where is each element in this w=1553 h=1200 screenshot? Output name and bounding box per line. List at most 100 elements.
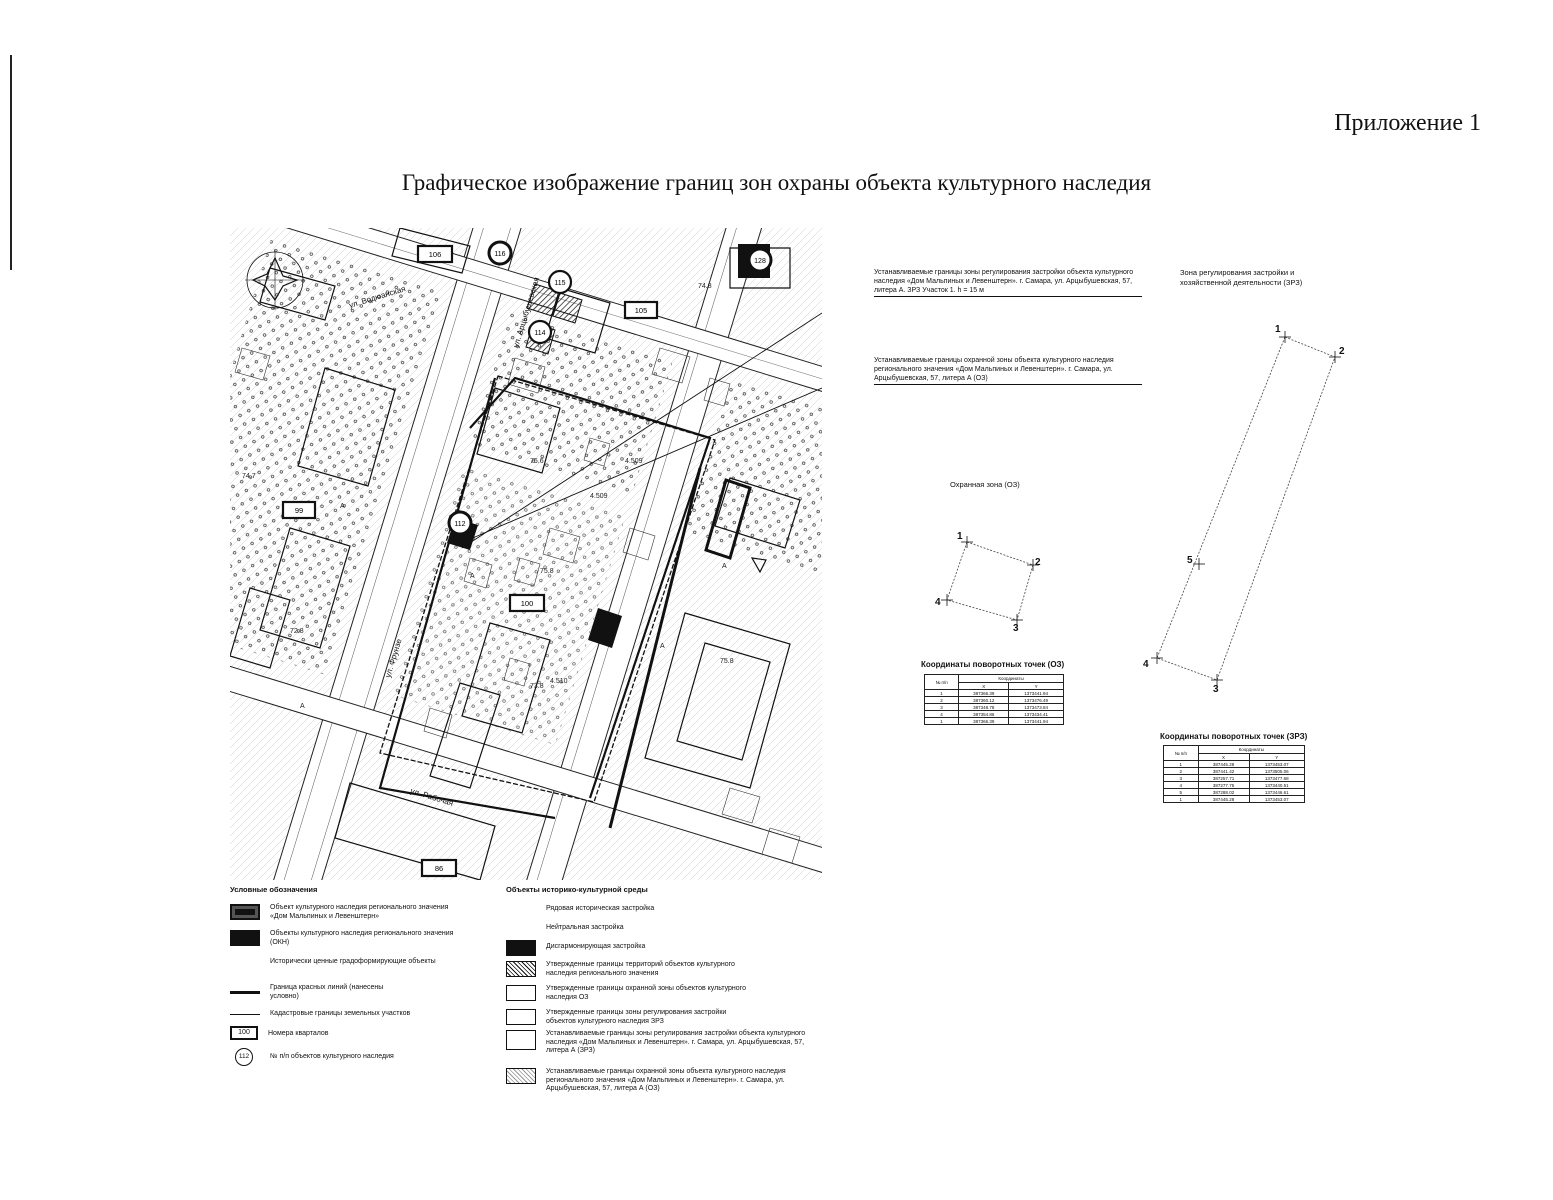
legend-item: Нейтральная застройка	[506, 921, 806, 937]
zrz-point-label: 4	[1143, 659, 1149, 670]
zrz-established-swatch-icon	[506, 1030, 536, 1050]
svg-text:115: 115	[554, 280, 565, 287]
svg-text:86: 86	[435, 864, 443, 873]
zrz-coords-title: Координаты поворотных точек (ЗРЗ)	[1160, 732, 1308, 741]
svg-text:А: А	[722, 563, 727, 570]
margin-rule	[10, 55, 12, 270]
legend-item: Устанавливаемые границы охранной зоны об…	[506, 1068, 811, 1094]
legend-item: Объект культурного наследия региональног…	[230, 904, 455, 921]
oz-point-label: 4	[935, 597, 941, 608]
svg-text:73.8: 73.8	[530, 683, 544, 690]
heritage-object-marker: 115	[547, 269, 573, 295]
svg-text:72.8: 72.8	[290, 628, 304, 635]
svg-text:4.510: 4.510	[550, 678, 568, 685]
table-header: Координаты	[958, 674, 1064, 683]
zrz-point-label: 3	[1213, 684, 1219, 695]
oz-point-label: 2	[1035, 557, 1041, 568]
table-header: X	[1197, 753, 1250, 761]
zrz-point-label: 5	[1187, 555, 1193, 566]
page-title: Графическое изображение границ зон охран…	[401, 170, 1152, 195]
zrz-approved-swatch-icon	[506, 1009, 536, 1025]
svg-text:75.6: 75.6	[530, 458, 544, 465]
legend-item: Кадастровые границы земельных участков	[230, 1006, 460, 1022]
svg-text:74.7: 74.7	[242, 473, 256, 480]
legend-item: Граница красных линий (нанесены условно)	[230, 984, 410, 1001]
heritage-object-marker: 128	[747, 247, 773, 273]
heritage-regional-swatch-icon	[230, 930, 260, 946]
compass-rose-icon	[245, 250, 305, 310]
svg-text:116: 116	[494, 251, 505, 258]
cadastral-map: 74.7 72.8 75.6 75.8 75.8 73.8 4.509 4.50…	[0, 7, 1135, 1142]
oz-point-label: 3	[1013, 623, 1019, 634]
callout-zrz: Устанавливаемые границы зоны регулирован…	[874, 268, 1142, 297]
quarter-box: 99	[281, 500, 317, 520]
map-canvas: 74.7 72.8 75.6 75.8 75.8 73.8 4.509 4.50…	[0, 7, 1135, 1142]
svg-text:А: А	[660, 643, 665, 650]
legend-title-left: Условные обозначения	[230, 885, 318, 894]
oz-point-label: 1	[957, 531, 963, 542]
appendix-label: Приложение 1	[1334, 110, 1481, 136]
svg-text:74.8: 74.8	[698, 283, 712, 290]
zrz-point-label: 2	[1339, 346, 1345, 357]
historic-buildings-swatch-icon	[506, 902, 536, 918]
cadastral-line-swatch-icon	[230, 1006, 260, 1022]
heritage-object-marker: 114	[527, 319, 553, 345]
zrz-boundary-diagram: 1 2 3 4 5	[1143, 324, 1345, 695]
legend-item: 112 № п/п объектов культурного наследия	[230, 1048, 440, 1066]
svg-text:4.509: 4.509	[590, 493, 608, 500]
legend-item: Утвержденные границы зоны регулирования …	[506, 1009, 746, 1026]
table-header: № п/п	[1163, 745, 1199, 761]
table-header: X	[958, 682, 1010, 690]
svg-text:А: А	[300, 703, 305, 710]
svg-text:100: 100	[521, 599, 534, 608]
svg-text:75.8: 75.8	[540, 568, 554, 575]
oz-approved-swatch-icon	[506, 985, 536, 1001]
svg-text:105: 105	[635, 306, 648, 315]
quarter-box: 86	[420, 858, 458, 878]
table-header: Координаты	[1197, 745, 1306, 754]
zrz-diagram-title: Зона регулирования застройки и хозяйстве…	[1180, 268, 1303, 287]
quarter-number-swatch-icon: 100	[230, 1026, 258, 1040]
legend-item: Устанавливаемые границы зоны регулирован…	[506, 1030, 811, 1056]
red-line-swatch-icon	[230, 984, 260, 1000]
heritage-main-swatch-icon	[230, 904, 260, 920]
callout-oz: Устанавливаемые границы охранной зоны об…	[874, 356, 1142, 385]
legend-item: Рядовая историческая застройка	[506, 902, 806, 918]
disharmonious-buildings-swatch-icon	[506, 940, 536, 956]
oz-coords-title: Координаты поворотных точек (ОЗ)	[921, 660, 1065, 669]
oz-diagram-title: Охранная зона (ОЗ)	[950, 480, 1020, 489]
svg-text:75.8: 75.8	[720, 658, 734, 665]
legend-item: 100 Номера кварталов	[230, 1026, 418, 1040]
zrz-point-label: 1	[1275, 324, 1281, 335]
table-header: Y	[1008, 682, 1064, 690]
legend-item: Исторически ценные градоформирующие объе…	[230, 958, 455, 974]
svg-text:114: 114	[534, 330, 545, 337]
legend-item: Утвержденные границы охранной зоны объек…	[506, 985, 746, 1002]
neutral-buildings-swatch-icon	[506, 921, 536, 937]
table-header: № п/п	[923, 674, 960, 690]
svg-text:А: А	[470, 573, 475, 580]
legend-title-right: Объекты историко-культурной среды	[506, 885, 648, 894]
quarter-box: 100	[508, 593, 546, 613]
historic-objects-swatch-icon	[230, 958, 260, 974]
svg-text:А: А	[340, 503, 345, 510]
svg-text:106: 106	[429, 250, 442, 259]
svg-text:112: 112	[454, 521, 465, 528]
heritage-object-marker: 116	[487, 240, 513, 266]
heritage-object-marker: 112	[447, 510, 473, 536]
svg-text:128: 128	[754, 258, 766, 265]
oz-established-swatch-icon	[506, 1068, 536, 1084]
legend-item: Объекты культурного наследия регионально…	[230, 930, 455, 947]
heritage-territory-swatch-icon	[506, 961, 536, 977]
